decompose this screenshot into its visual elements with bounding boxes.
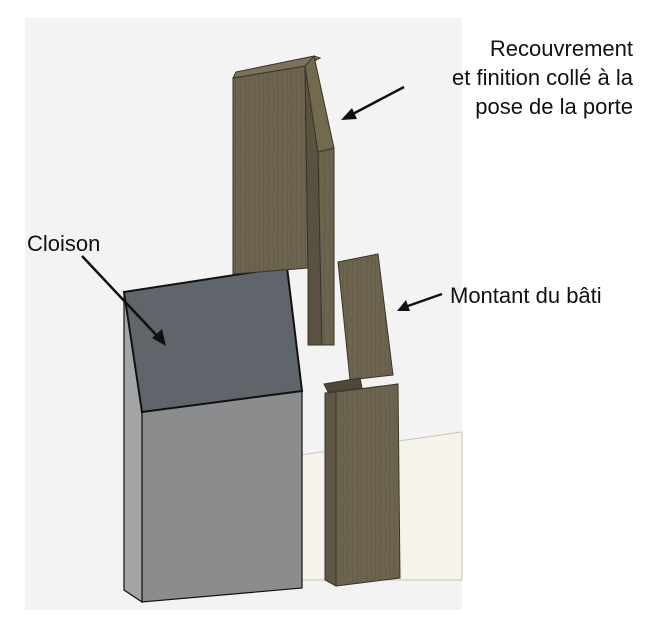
montant-piece xyxy=(323,253,401,587)
label-recouvrement-line-3: pose de la porte xyxy=(475,94,633,119)
recouvrement-slope xyxy=(304,54,335,153)
cloison-wall xyxy=(122,265,304,604)
montant-lower-front xyxy=(335,383,401,587)
label-cloison: Cloison xyxy=(27,231,101,256)
arrow-recouvrement-head xyxy=(341,108,357,120)
label-recouvrement-line-1: Recouvrement xyxy=(489,36,633,61)
montant-lower-side xyxy=(324,391,337,587)
arrow-montant-head xyxy=(397,300,410,311)
cloison-front-face xyxy=(141,390,303,603)
label-montant: Montant du bâti xyxy=(450,283,602,308)
arrow-cloison-head xyxy=(152,329,166,346)
arrow-montant xyxy=(404,292,443,309)
montant-notch-face xyxy=(323,377,363,393)
annotation-arrows xyxy=(81,85,443,346)
cloison-top-face xyxy=(122,265,304,414)
arrow-recouvrement xyxy=(348,85,405,118)
label-recouvrement-line-2: et finition collé à la xyxy=(452,65,633,90)
arrow-cloison xyxy=(81,255,161,340)
montant-upper-front xyxy=(337,253,394,381)
recouvrement-piece xyxy=(232,54,335,346)
label-recouvrement: Recouvrement et finition collé à la pose… xyxy=(452,34,633,121)
recouvrement-front xyxy=(232,65,309,275)
